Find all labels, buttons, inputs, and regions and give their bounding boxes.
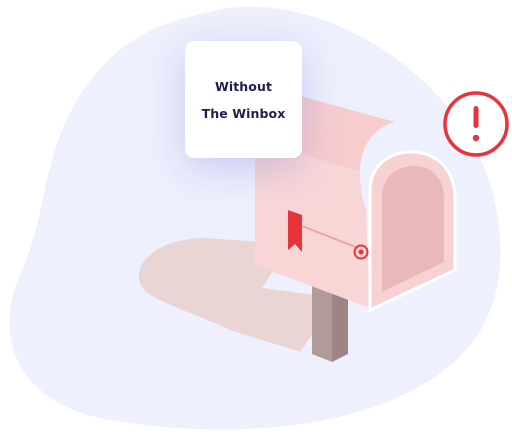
- mailbox-flag-icon: [288, 210, 302, 252]
- mailbox-post-front: [312, 282, 332, 362]
- card-line-2: The Winbox: [201, 105, 286, 121]
- mailbox-side-face: [255, 140, 370, 308]
- card-line-1: Without: [214, 78, 273, 94]
- target-circle-center: [358, 249, 364, 255]
- flag-arm: [301, 225, 359, 249]
- info-card: Without The Winbox: [185, 41, 302, 158]
- mailbox-post-side: [332, 282, 348, 362]
- mailbox-door: [382, 166, 444, 292]
- ground-shadow: [138, 238, 338, 352]
- target-circle-icon: [353, 244, 369, 260]
- exclamation-circle-icon: [443, 91, 509, 157]
